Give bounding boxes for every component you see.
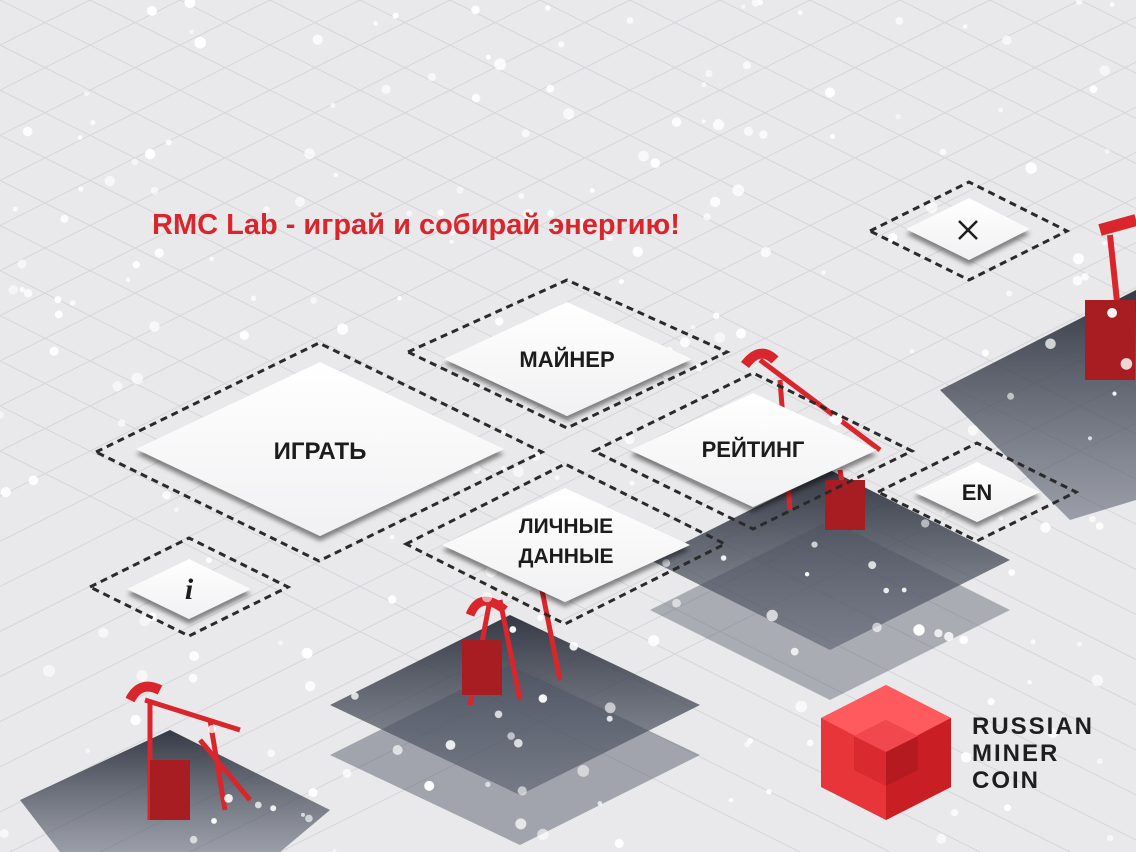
rmc-logo-text: RUSSIAN MINER COIN <box>972 713 1094 794</box>
rating-button[interactable] <box>590 371 916 531</box>
logo-line-2: MINER <box>972 740 1060 767</box>
rmc-logo-icon <box>821 685 951 820</box>
oil-pump-center <box>462 579 563 706</box>
shadow-tile <box>330 665 700 845</box>
personal-label-line1: ЛИЧНЫЕ <box>518 515 614 538</box>
personal-label-line2: ДАННЫЕ <box>518 545 614 568</box>
oil-pump-left <box>125 681 252 820</box>
rating-button-label[interactable]: РЕЙТИНГ <box>702 437 805 463</box>
info-button[interactable] <box>86 536 292 638</box>
language-button-label[interactable]: EN <box>962 480 993 506</box>
ground-shadows <box>20 290 1136 852</box>
play-button[interactable] <box>92 341 546 563</box>
personal-data-button[interactable] <box>402 462 729 626</box>
logo-line-3: COIN <box>972 767 1040 794</box>
language-label-text: EN <box>961 480 993 505</box>
play-label-text: ИГРАТЬ <box>273 438 367 465</box>
info-button-label[interactable]: i <box>185 573 193 607</box>
shadow-tile <box>330 615 700 795</box>
close-icon <box>958 220 978 240</box>
shadow-tile <box>650 520 1010 700</box>
logo-line-1: RUSSIAN <box>972 713 1095 740</box>
page-title: RMC Lab - играй и собирай энергию! <box>152 209 680 241</box>
close-button[interactable] <box>866 180 1071 282</box>
personal-data-button-label[interactable]: ЛИЧНЫЕ ДАННЫЕ <box>518 512 613 572</box>
miner-button[interactable] <box>404 278 731 430</box>
play-button-label[interactable]: ИГРАТЬ <box>274 438 367 466</box>
oil-pump-far-right <box>1085 214 1136 380</box>
rating-label-text: РЕЙТИНГ <box>701 437 805 462</box>
language-button[interactable] <box>874 441 1080 543</box>
info-icon: i <box>184 573 194 606</box>
shadow-tile <box>650 470 1010 650</box>
miner-button-label[interactable]: МАЙНЕР <box>519 347 614 373</box>
miner-label-text: МАЙНЕР <box>519 347 615 372</box>
